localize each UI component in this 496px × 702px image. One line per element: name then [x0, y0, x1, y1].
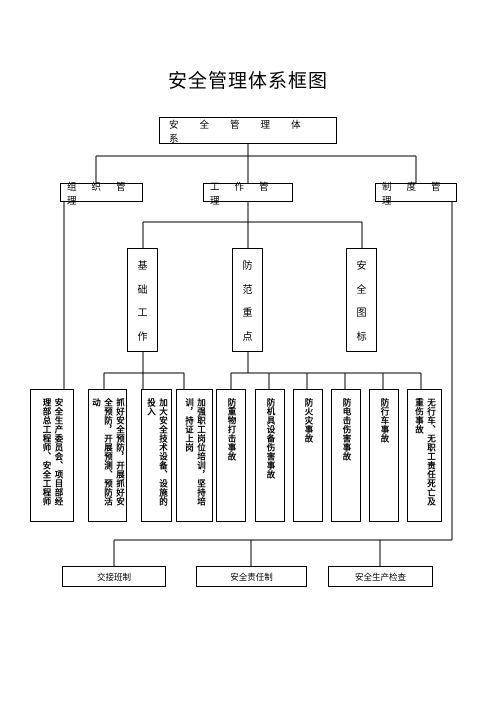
safety-signs-char: 全 — [356, 284, 367, 296]
safety-signs-char: 图 — [356, 308, 367, 320]
base-item-2: 加大安全技术设备、设施的投入 — [141, 389, 172, 522]
base-work-char: 基 — [137, 261, 148, 272]
base-work-box: 基 础 工 作 — [127, 248, 158, 352]
prevention-item-3-text: 防火灾事故 — [303, 398, 313, 443]
safety-responsibility-box: 安全责任制 — [196, 566, 307, 587]
safety-inspection-box: 安全生产检查 — [328, 566, 433, 587]
prevention-item-2-text: 防机具设备伤害事故 — [265, 398, 275, 479]
org-detail-box: 安全生产委员会、项目部经理部总工程师、安全工程师 — [30, 389, 74, 522]
base-item-3: 加强职工岗位培训，坚持培训，持证上岗 — [176, 389, 213, 522]
org-management-label: 组 织 管 理 — [67, 181, 132, 207]
work-management-box: 工 作 管 理 — [203, 182, 293, 207]
org-detail-text: 安全生产委员会、项目部经理部总工程师、安全工程师 — [41, 398, 63, 506]
prevention-focus-char: 防 — [242, 261, 253, 272]
org-management-box: 组 织 管 理 — [60, 182, 143, 207]
root-box: 安 全 管 理 体 系 — [159, 117, 337, 145]
safety-responsibility-label: 安全责任制 — [230, 572, 273, 583]
prevention-item-1-text: 防重物打击事故 — [226, 398, 236, 461]
base-work-char: 工 — [137, 308, 148, 320]
safety-signs-char: 标 — [356, 331, 367, 343]
prevention-item-4-text: 防电击伤害事故 — [341, 398, 351, 461]
prevention-focus-box: 防 范 重 点 — [232, 248, 263, 352]
base-item-1-text: 抓好安全预防，开展抓好安全预防，开展预测、预防活动 — [90, 398, 125, 506]
prevention-focus-char: 重 — [242, 308, 253, 320]
prevention-focus-char: 范 — [242, 284, 253, 296]
prevention-focus-char: 点 — [242, 331, 253, 343]
prevention-item-3: 防火灾事故 — [293, 389, 323, 522]
safety-inspection-label: 安全生产检查 — [354, 572, 406, 583]
base-item-3-text: 加强职工岗位培训，坚持培训，持证上岗 — [183, 398, 206, 506]
shift-handover-label: 交接班制 — [96, 572, 131, 583]
prevention-item-6-text: 无行车、无职工责任死亡及重伤事故 — [413, 398, 436, 506]
shift-handover-box: 交接班制 — [62, 566, 166, 587]
base-item-2-text: 加大安全技术设备、设施的投入 — [145, 398, 168, 506]
prevention-item-2: 防机具设备伤害事故 — [255, 389, 285, 522]
prevention-item-4: 防电击伤害事故 — [331, 389, 361, 522]
safety-signs-box: 安 全 图 标 — [346, 248, 377, 352]
prevention-item-1: 防重物打击事故 — [216, 389, 246, 522]
page-title: 安全管理体系框图 — [167, 70, 328, 92]
prevention-item-6: 无行车、无职工责任死亡及重伤事故 — [407, 389, 442, 522]
safety-signs-char: 安 — [356, 261, 367, 272]
system-management-box: 制 度 管 理 — [375, 182, 457, 207]
base-work-char: 作 — [137, 331, 148, 343]
work-management-label: 工 作 管 理 — [210, 181, 275, 207]
base-item-1: 抓好安全预防，开展抓好安全预防，开展预测、预防活动 — [88, 389, 127, 522]
system-management-label: 制 度 管 理 — [382, 181, 447, 207]
base-work-char: 础 — [137, 284, 148, 296]
prevention-item-5-text: 防行车事故 — [379, 398, 389, 443]
root-label: 安 全 管 理 体 系 — [169, 119, 310, 145]
prevention-item-5: 防行车事故 — [369, 389, 399, 522]
